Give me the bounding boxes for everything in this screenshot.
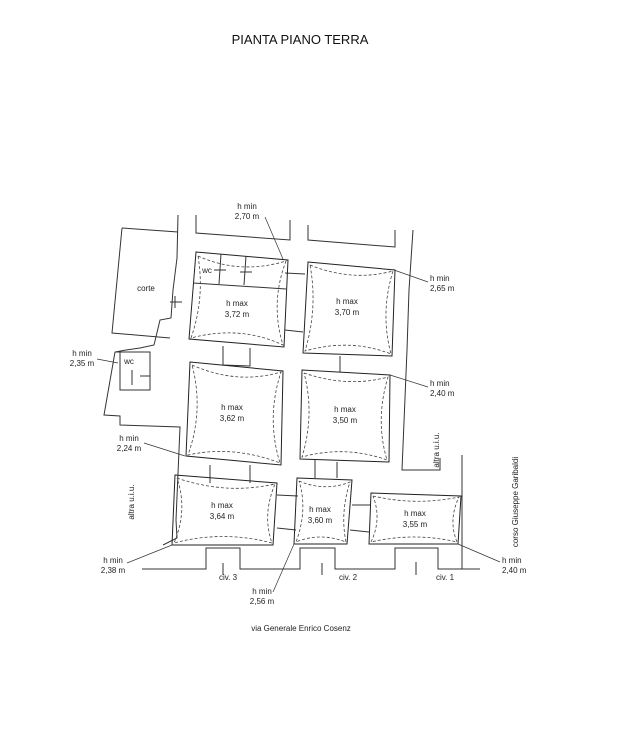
callout-value: 2,38 m xyxy=(101,566,126,575)
entrance-label: civ. 2 xyxy=(339,573,358,582)
room-height: 3,64 m xyxy=(210,512,235,521)
rooms xyxy=(171,251,462,546)
wc-label: wc xyxy=(123,357,134,366)
callout-label: h min xyxy=(502,556,522,565)
room-label: h max xyxy=(211,501,233,510)
room-label: h max xyxy=(334,405,356,414)
room-height: 3,62 m xyxy=(220,414,245,423)
street-label-right: corso Giuseppe Garibaldi xyxy=(511,457,520,547)
plan-title: PIANTA PIANO TERRA xyxy=(232,32,369,47)
room-height: 3,50 m xyxy=(333,416,358,425)
callout-value: 2,40 m xyxy=(502,566,527,575)
neighbour-label-right: altra u.i.u. xyxy=(432,432,441,467)
wc-label: wc xyxy=(201,266,212,275)
callout-label: h min xyxy=(430,274,450,283)
street-label-bottom: via Generale Enrico Cosenz xyxy=(251,624,351,633)
callout-label: h min xyxy=(103,556,123,565)
callout-label: h min xyxy=(430,379,450,388)
room-label: h max xyxy=(226,299,248,308)
callout-value: 2,65 m xyxy=(430,284,455,293)
entrance-label: civ. 3 xyxy=(219,573,238,582)
callout-label: h min xyxy=(237,202,257,211)
callout-value: 2,24 m xyxy=(117,444,142,453)
callout-label: h min xyxy=(119,434,139,443)
outer-walls xyxy=(103,214,480,575)
callout-value: 2,56 m xyxy=(250,597,275,606)
room-height: 3,60 m xyxy=(308,516,333,525)
room-height: 3,70 m xyxy=(335,308,360,317)
callout-value: 2,70 m xyxy=(235,212,260,221)
room-label: h max xyxy=(221,403,243,412)
courtyard-label: corte xyxy=(137,284,155,293)
room-height: 3,55 m xyxy=(403,520,428,529)
room-labels: h max 3,72 m h max 3,70 m h max 3,62 m h… xyxy=(123,266,520,633)
entrance-label: civ. 1 xyxy=(436,573,455,582)
callout-value: 2,35 m xyxy=(70,359,95,368)
room-label: h max xyxy=(336,297,358,306)
callout-value: 2,40 m xyxy=(430,389,455,398)
neighbour-label-left: altra u.i.u. xyxy=(127,484,136,519)
room-height: 3,72 m xyxy=(225,310,250,319)
room-label: h max xyxy=(309,505,331,514)
callout-label: h min xyxy=(72,349,92,358)
room-label: h max xyxy=(404,509,426,518)
callout-label: h min xyxy=(252,587,272,596)
min-height-callouts: h min 2,70 m h min 2,65 m h min 2,35 m h… xyxy=(70,202,527,606)
